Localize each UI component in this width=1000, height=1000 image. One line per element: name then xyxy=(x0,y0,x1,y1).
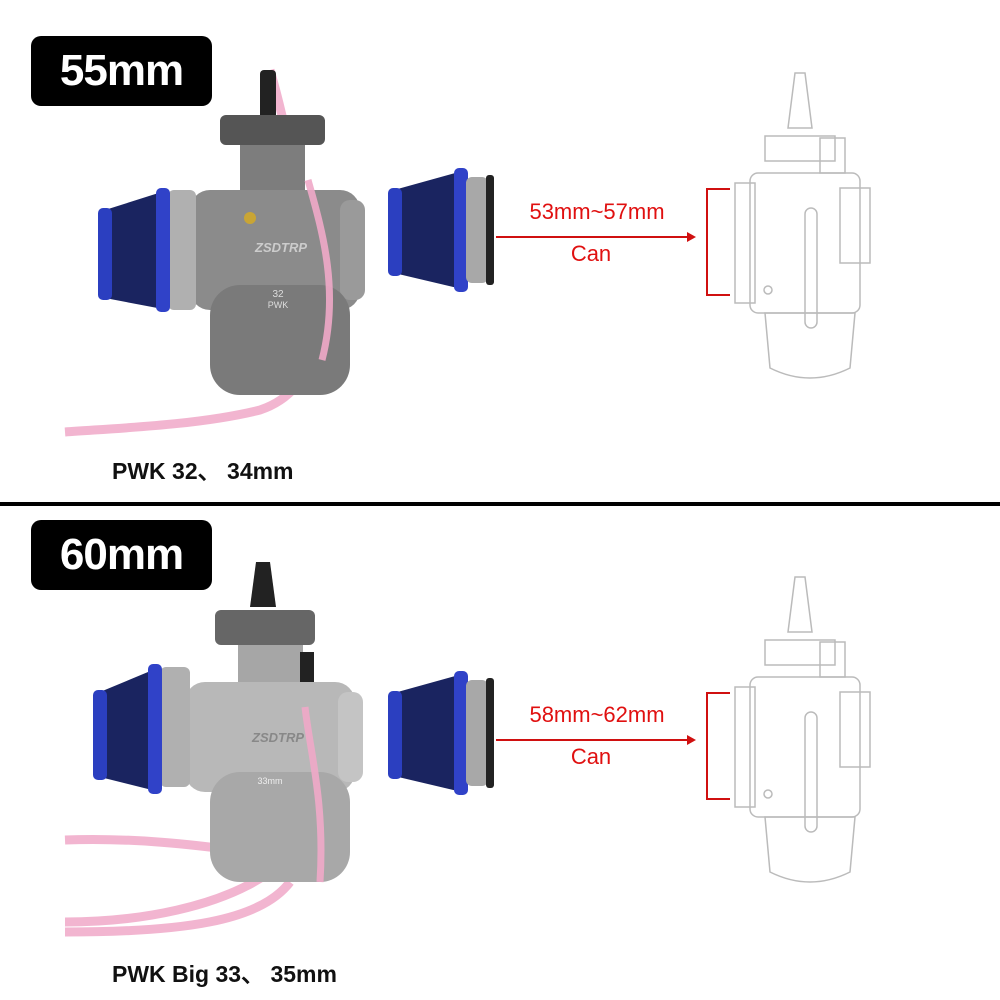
svg-text:PWK: PWK xyxy=(268,300,289,310)
fit-bracket xyxy=(706,188,730,296)
measure-range-label: 53mm~57mm xyxy=(529,199,665,224)
measure-arrow xyxy=(496,735,696,745)
measure-note-label: Can xyxy=(570,744,612,769)
carburetor-with-filter-image: 32 PWK ZSDTRP xyxy=(64,68,365,437)
size-badge: 55mm xyxy=(31,36,212,106)
measure-range-label: 58mm~62mm xyxy=(529,702,665,727)
carburetor-with-filter-image: 33mm ZSDTRP xyxy=(64,562,363,937)
measure-arrow xyxy=(496,232,696,242)
section-divider xyxy=(0,502,1000,506)
section-60mm: 60mm 33mm ZSDTRP 58mm~62m xyxy=(0,500,1000,1000)
fit-bracket xyxy=(706,692,730,800)
carb-size-label: 33mm xyxy=(257,776,282,786)
carburetor-sketch-image xyxy=(734,72,871,379)
air-filter-image xyxy=(388,671,494,795)
svg-text:ZSDTRP: ZSDTRP xyxy=(251,730,304,745)
carb-size-label: 32 xyxy=(272,289,284,300)
measure-note-label: Can xyxy=(570,241,612,266)
size-badge: 60mm xyxy=(31,520,212,590)
carb-model-caption: PWK Big 33、 35mm xyxy=(112,961,337,987)
section-55mm: 55mm 32 PWK ZSDTRP 53mm~5 xyxy=(31,36,871,484)
carburetor-sketch-image xyxy=(734,576,871,883)
carb-model-caption: PWK 32、 34mm xyxy=(112,458,294,484)
air-filter-image xyxy=(388,168,494,292)
svg-text:ZSDTRP: ZSDTRP xyxy=(254,240,307,255)
